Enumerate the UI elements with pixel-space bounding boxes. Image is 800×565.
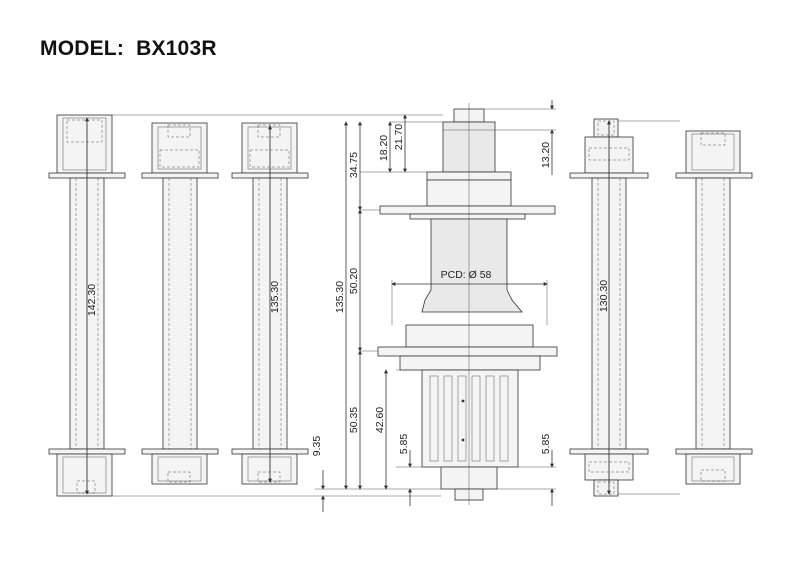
top-cap-2-label: 21.70 — [393, 124, 405, 150]
pcd-label: PCD: Ø 58 — [441, 269, 492, 281]
axle-adapter-2 — [141, 122, 219, 485]
axle-adapter-6 — [675, 130, 753, 485]
axle-6-length-label: 130.30 — [598, 280, 610, 312]
end-extension-label: 9.35 — [311, 436, 323, 457]
top-flange-offset-label: 34.75 — [348, 152, 360, 178]
end-cap-left-label: 5.85 — [398, 434, 410, 455]
lower-offset-1-label: 50.35 — [348, 407, 360, 433]
lower-offset-2-label: 42.60 — [374, 407, 386, 433]
axle-3-length-label: 135.30 — [269, 281, 281, 313]
dimension-lines — [57, 100, 680, 512]
hub-body — [377, 103, 558, 505]
model-label: MODEL: — [40, 37, 125, 60]
qr-top-label: 13.20 — [540, 142, 552, 168]
page-title: MODEL: BX103R — [40, 37, 217, 61]
model-number: BX103R — [136, 37, 217, 60]
flange-spacing-label: 50.20 — [348, 268, 360, 294]
total-length-label: 135.30 — [334, 281, 346, 313]
top-cap-1-label: 18.20 — [378, 135, 390, 161]
axle-1-length-label: 142.30 — [86, 284, 98, 316]
end-cap-right-label: 5.85 — [540, 434, 552, 455]
